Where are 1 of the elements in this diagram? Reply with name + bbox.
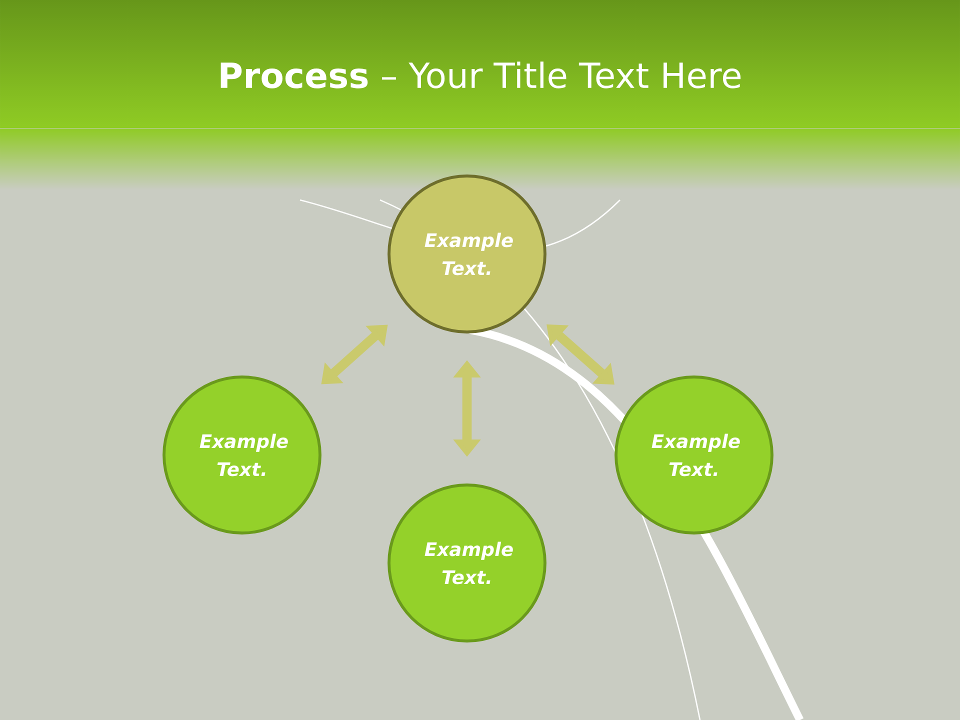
title: Process – Your Title Text Here [220, 62, 741, 88]
